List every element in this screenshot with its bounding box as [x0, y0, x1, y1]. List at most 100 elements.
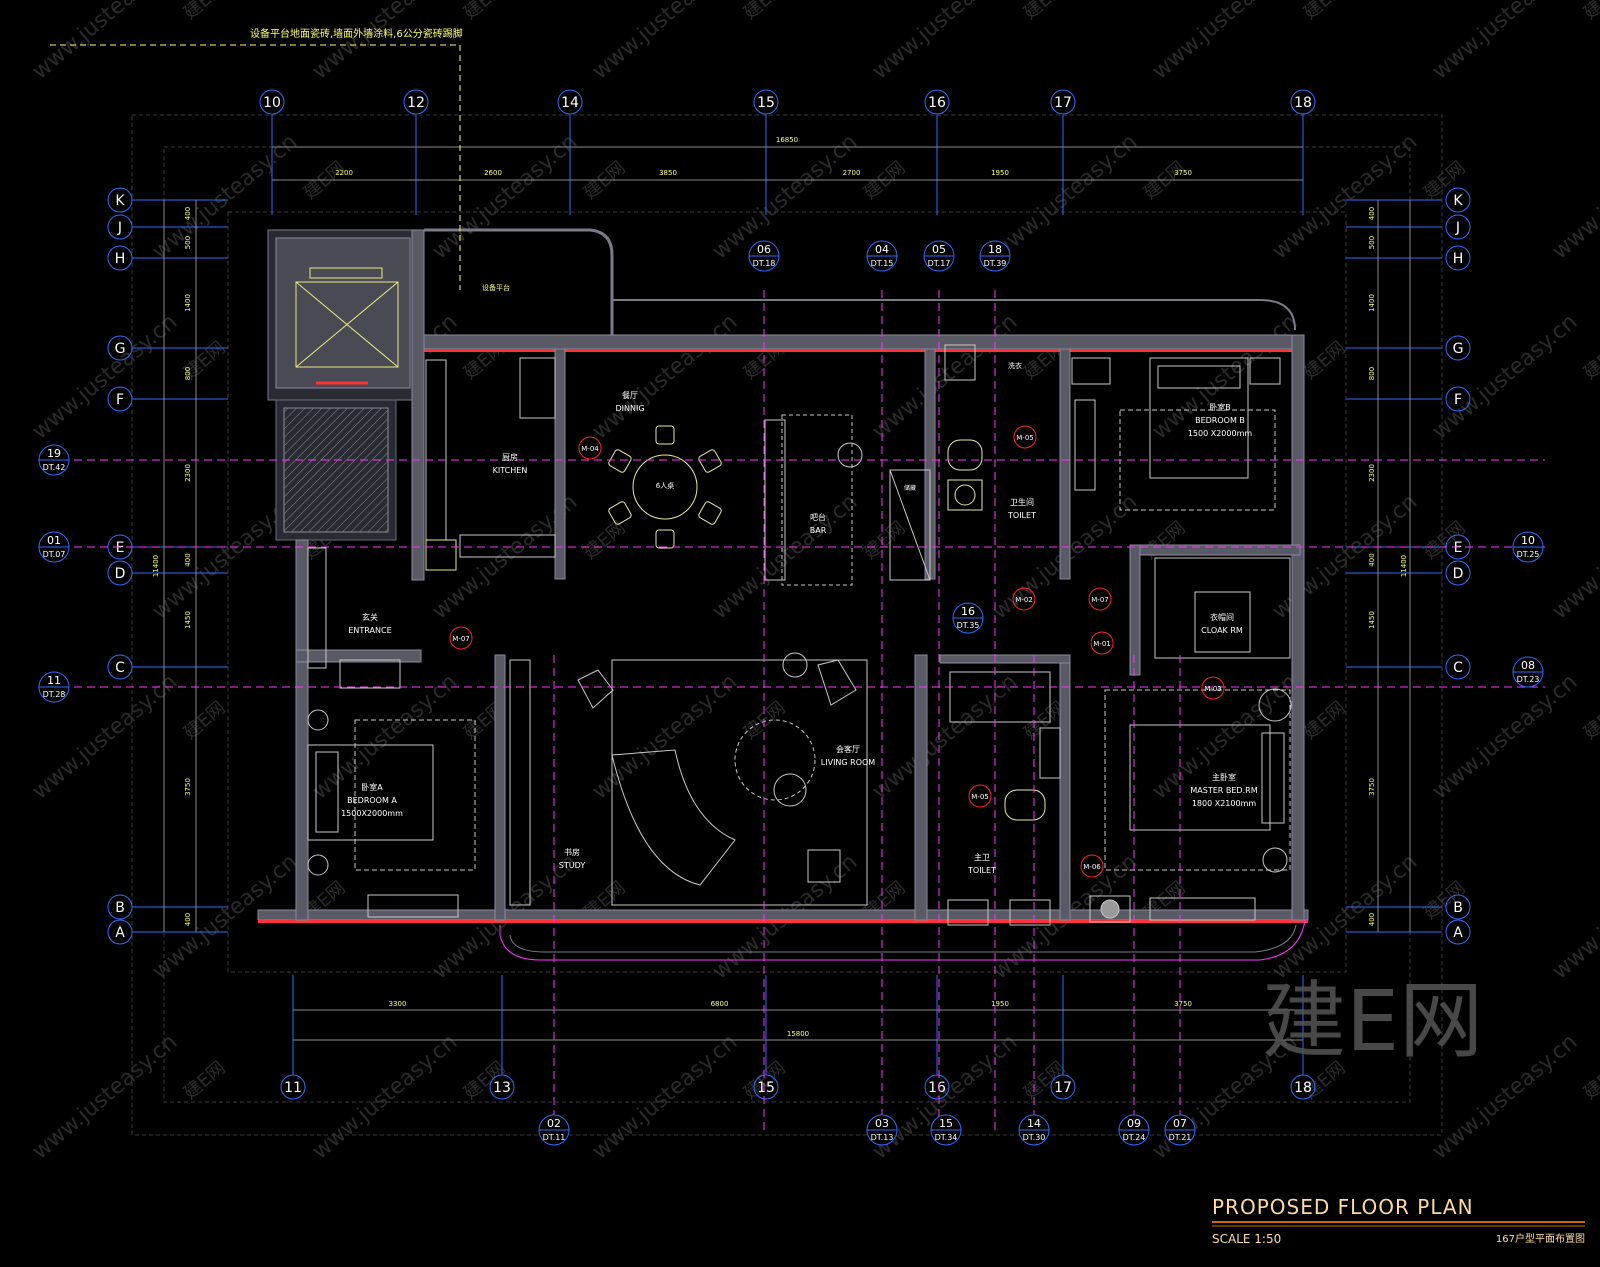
watermark-url: www.justeasy.cn	[308, 0, 462, 85]
door-tag-bubble	[968, 784, 992, 808]
watermark-url: www.justeasy.cn	[308, 669, 462, 804]
master-size: 1800 X2100mm	[1192, 799, 1257, 808]
watermark-brand: 建E网	[1020, 0, 1070, 24]
dim-top-total: 16850	[776, 136, 798, 144]
grid-bubble-bottom	[489, 1074, 515, 1100]
dim-left: 1450	[184, 611, 192, 629]
grid-label-right: J	[1455, 220, 1460, 236]
dim-top: 2700	[843, 169, 861, 177]
dim-right: 500	[1368, 236, 1376, 249]
table-label: 6人桌	[656, 481, 674, 490]
cloak-cn-label: 衣帽间	[1210, 612, 1234, 622]
bedroom-b-label: BEDROOM B	[1195, 416, 1245, 425]
watermark-brand: 建E网	[1580, 697, 1600, 744]
door-tag-label: M-01	[1093, 640, 1110, 648]
dim-right: 400	[1368, 913, 1376, 926]
dim-top: 2600	[484, 169, 502, 177]
watermark-brand: 建E网	[740, 697, 790, 744]
door-tag-bubble	[1201, 676, 1225, 700]
watermark-url: www.justeasy.cn	[1428, 669, 1582, 804]
bar-cn-label: 吧台	[810, 512, 826, 522]
watermark-url: www.justeasy.cn	[588, 669, 742, 804]
building-walls	[257, 228, 1309, 961]
dim-left: 400	[184, 553, 192, 566]
dining-table-icon	[632, 454, 698, 520]
dim-right: 800	[1368, 367, 1376, 380]
bar-label: BAR	[810, 526, 827, 535]
watermark-url: www.justeasy.cn	[588, 1029, 742, 1164]
kitchen-cn-label: 厨房	[502, 452, 518, 462]
watermark-brand: 建E网	[1300, 0, 1350, 24]
door-tag-label: M-05	[1016, 434, 1033, 442]
grid-bubble-left	[107, 245, 133, 271]
grid-label-right: A	[1453, 925, 1463, 941]
grid-label-bottom: 13	[493, 1080, 511, 1096]
note-leader-line	[50, 44, 461, 290]
master-label: MASTER BED.RM	[1190, 786, 1257, 795]
watermark-url: www.justeasy.cn	[1428, 309, 1582, 444]
grid-bubble-bottom	[1290, 1074, 1316, 1100]
watermark-brand: 建E网	[1300, 337, 1350, 384]
door-tag-bubble	[578, 436, 602, 460]
grid-label-bottom: 11	[284, 1080, 302, 1096]
platform-label: 设备平台	[482, 283, 510, 292]
grid-bubble-right	[1445, 335, 1471, 361]
grid-label-left: E	[116, 540, 125, 556]
section-ref: DT.23	[1517, 675, 1540, 684]
dim-top: 1950	[991, 169, 1009, 177]
grid-bubble-right	[1445, 894, 1471, 920]
dim-bottom: 3750	[1174, 1000, 1192, 1008]
grid-bubble-right	[1445, 214, 1471, 240]
drawing-scale: SCALE 1:50	[1212, 1232, 1281, 1246]
dim-top: 2200	[335, 169, 353, 177]
door-tag-label: M-07	[452, 635, 469, 643]
grid-bubble-right	[1445, 560, 1471, 586]
grid-label-right: K	[1453, 193, 1463, 209]
dim-bottom: 1950	[991, 1000, 1009, 1008]
dim-bottom: 3300	[389, 1000, 407, 1008]
grid-bubble-bottom	[1050, 1074, 1076, 1100]
cloak-label: CLOAK RM	[1201, 626, 1243, 635]
grid-label-top: 12	[407, 95, 425, 111]
grid-bubble-left	[107, 654, 133, 680]
grid-label-top: 17	[1054, 95, 1072, 111]
grid-label-right: H	[1453, 251, 1464, 267]
watermark-brand: 建E网	[740, 0, 790, 24]
section-number: 19	[47, 447, 61, 460]
entrance-label: ENTRANCE	[348, 626, 391, 635]
watermark-url: www.justeasy.cn	[308, 1029, 462, 1164]
watermark-brand: 建E网	[860, 157, 910, 204]
grid-bubble-bottom	[280, 1074, 306, 1100]
furniture	[307, 344, 1292, 926]
grid-label-top: 18	[1294, 95, 1312, 111]
washroom-cn-label: 洗衣	[1008, 361, 1022, 370]
grid-bubble-top	[259, 89, 285, 115]
drawing-title: PROPOSED FLOOR PLAN	[1212, 1195, 1474, 1219]
dim-bottom: 6800	[711, 1000, 729, 1008]
dim-right: 400	[1368, 553, 1376, 566]
dim-right: 3750	[1368, 778, 1376, 796]
study-label: STUDY	[559, 861, 586, 870]
master-cn-label: 主卧室	[1212, 772, 1236, 782]
watermark-brand: 建E网	[1140, 157, 1190, 204]
watermark-brand: 建E网	[1140, 517, 1190, 564]
section-number: 15	[939, 1117, 953, 1130]
toilet1-label: TOILET	[1007, 511, 1036, 520]
dim-left: 400	[184, 913, 192, 926]
section-ref: DT.18	[753, 259, 776, 268]
section-ref: DT.15	[871, 259, 894, 268]
dim-left: 3750	[184, 778, 192, 796]
watermark-url: www.justeasy.cn	[428, 129, 582, 264]
study-cn-label: 书房	[564, 847, 580, 857]
grid-bubble-bottom	[924, 1074, 950, 1100]
dim-left: 800	[184, 367, 192, 380]
watermark-url: www.justeasy.cn	[28, 309, 182, 444]
door-tag-label: M-03	[1204, 685, 1221, 693]
watermark-url: www.justeasy.cn	[588, 0, 742, 85]
grid-bubble-right	[1445, 187, 1471, 213]
grid-label-bottom: 17	[1054, 1080, 1072, 1096]
grid-label-top: 15	[757, 95, 775, 111]
grid-bubble-left	[107, 187, 133, 213]
chair-icon	[608, 501, 632, 525]
watermark-url: www.justeasy.cn	[868, 669, 1022, 804]
